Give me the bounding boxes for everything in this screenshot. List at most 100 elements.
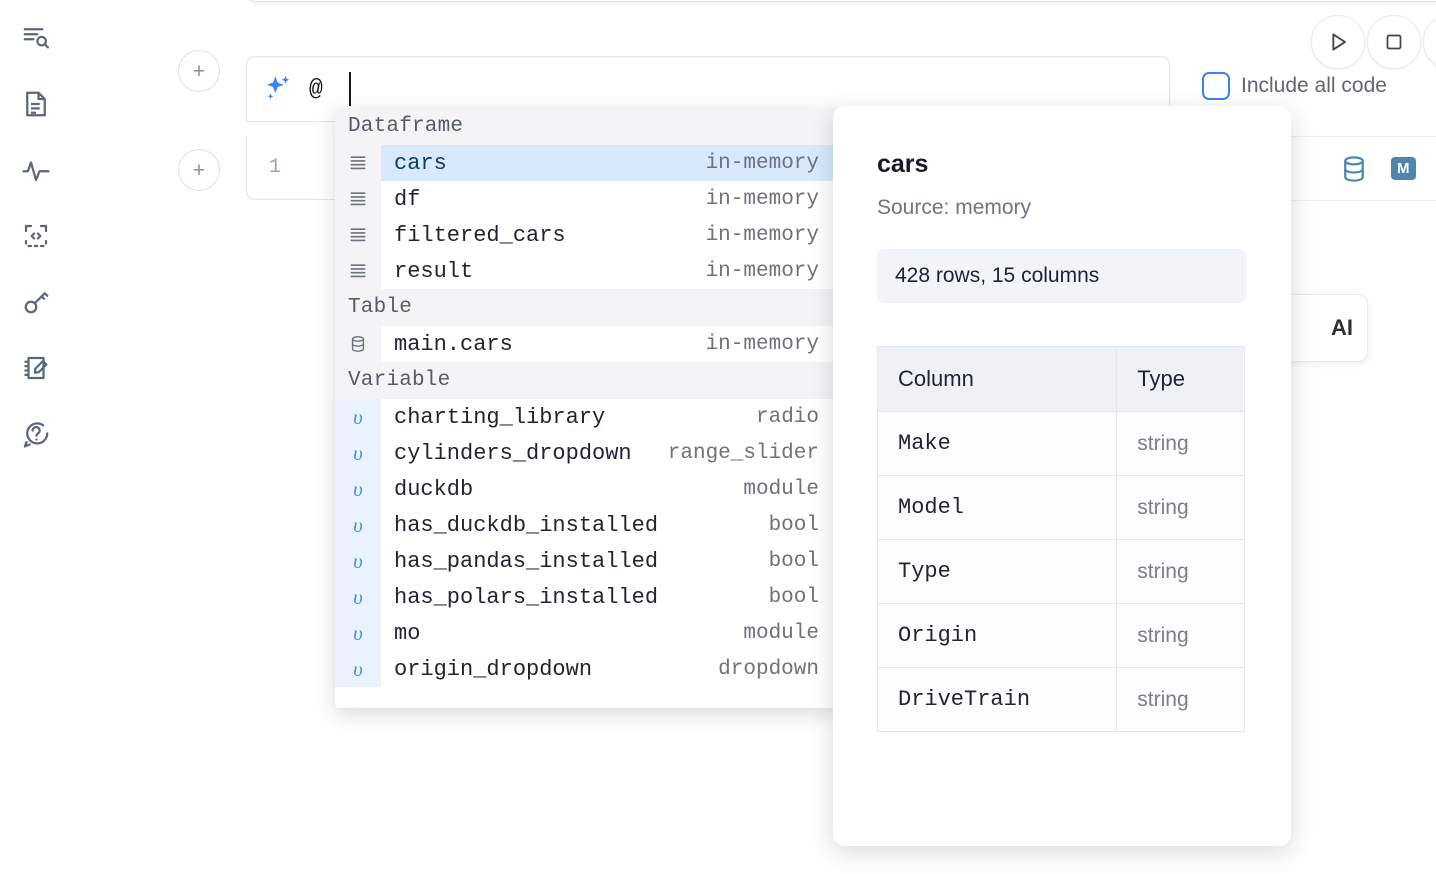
autocomplete-item[interactable]: filtered_cars in-memory — [335, 217, 835, 253]
autocomplete-item-kind: in-memory — [705, 332, 819, 356]
text-cursor — [349, 72, 351, 106]
dataframe-icon — [335, 145, 381, 181]
autocomplete-item-kind: in-memory — [705, 259, 819, 283]
variable-icon: υ — [335, 651, 381, 687]
autocomplete-item-body: filtered_cars in-memory — [381, 217, 835, 253]
autocomplete-item-kind: in-memory — [705, 187, 819, 211]
autocomplete-item-name: has_polars_installed — [394, 584, 659, 610]
column-type-cell: string — [1116, 475, 1245, 540]
table-database-icon — [335, 326, 381, 362]
autocomplete-item[interactable]: υ has_pandas_installed bool — [335, 543, 835, 579]
autocomplete-item-kind: bool — [768, 513, 819, 537]
stop-cell-button[interactable] — [1367, 15, 1421, 69]
autocomplete-item-kind: bool — [768, 585, 819, 609]
autocomplete-item-name: cars — [394, 150, 447, 176]
dataframe-icon — [335, 181, 381, 217]
autocomplete-item-kind: in-memory — [705, 151, 819, 175]
document-icon[interactable] — [14, 82, 58, 126]
line-number: 1 — [268, 156, 281, 179]
key-icon[interactable] — [14, 280, 58, 324]
autocomplete-item-body: has_duckdb_installed bool — [381, 507, 835, 543]
dataframe-icon — [335, 217, 381, 253]
column-name-cell: DriveTrain — [876, 667, 1118, 732]
autocomplete-item-name: has_duckdb_installed — [394, 512, 659, 538]
autocomplete-group-header: Dataframe — [335, 108, 835, 145]
code-snippet-icon[interactable] — [14, 214, 58, 258]
column-name-cell: Make — [876, 411, 1118, 476]
variable-icon: υ — [335, 435, 381, 471]
add-cell-button-bottom[interactable]: + — [178, 149, 220, 191]
file-explorer-search-icon[interactable] — [14, 16, 58, 60]
autocomplete-item-body: cylinders_dropdown range_slider — [381, 435, 835, 471]
autocomplete-item-kind: dropdown — [718, 657, 819, 681]
column-name-cell: Origin — [876, 603, 1118, 668]
variable-icon: υ — [335, 543, 381, 579]
database-icon[interactable] — [1339, 154, 1369, 184]
autocomplete-item-name: cylinders_dropdown — [394, 440, 632, 466]
autocomplete-item-body: has_polars_installed bool — [381, 579, 835, 615]
autocomplete-item-name: mo — [394, 620, 421, 646]
table-column-header: Column — [876, 346, 1118, 412]
cell-above — [248, 0, 1436, 2]
cell-toolbar-divider — [1180, 200, 1436, 201]
markdown-icon[interactable]: M — [1391, 157, 1416, 180]
autocomplete-item[interactable]: cars in-memory — [335, 145, 835, 181]
activity-icon[interactable] — [14, 148, 58, 192]
help-chat-icon[interactable] — [14, 412, 58, 456]
column-type-cell: string — [1116, 603, 1245, 668]
autocomplete-item-kind: bool — [768, 549, 819, 573]
scratchpad-icon[interactable] — [14, 346, 58, 390]
autocomplete-item-body: duckdb module — [381, 471, 835, 507]
autocomplete-item-kind: range_slider — [667, 441, 819, 465]
autocomplete-item-body: mo module — [381, 615, 835, 651]
add-cell-button-top[interactable]: + — [178, 50, 220, 92]
autocomplete-item-name: has_pandas_installed — [394, 548, 659, 574]
autocomplete-item-name: duckdb — [394, 476, 474, 502]
autocomplete-item-body: charting_library radio — [381, 399, 835, 435]
ai-prompt-input[interactable] — [309, 76, 1155, 102]
include-all-code-row[interactable]: Include all code — [1202, 72, 1387, 100]
autocomplete-item-name: charting_library — [394, 404, 606, 430]
column-type-cell: string — [1116, 667, 1245, 732]
autocomplete-item-name: filtered_cars — [394, 222, 566, 248]
autocomplete-item-kind: module — [743, 621, 819, 645]
detail-shape-badge: 428 rows, 15 columns — [877, 249, 1247, 303]
run-cell-button[interactable] — [1311, 15, 1365, 69]
column-name-cell: Model — [876, 475, 1118, 540]
more-actions-button[interactable] — [1423, 15, 1436, 69]
autocomplete-item[interactable]: υ cylinders_dropdown range_slider — [335, 435, 835, 471]
table-column-header: Type — [1116, 346, 1245, 412]
autocomplete-item[interactable]: υ has_polars_installed bool — [335, 579, 835, 615]
detail-source: Source: memory — [877, 196, 1032, 219]
variable-icon: υ — [335, 579, 381, 615]
completion-detail-panel: cars Source: memory 428 rows, 15 columns… — [833, 106, 1291, 846]
autocomplete-item-kind: module — [743, 477, 819, 501]
markdown-badge: M — [1391, 157, 1416, 180]
variable-icon: υ — [335, 471, 381, 507]
autocomplete-item-kind: radio — [755, 405, 819, 429]
autocomplete-item-kind: in-memory — [705, 223, 819, 247]
autocomplete-item-body: has_pandas_installed bool — [381, 543, 835, 579]
column-type-cell: string — [1116, 539, 1245, 604]
include-all-code-checkbox[interactable] — [1202, 72, 1230, 100]
